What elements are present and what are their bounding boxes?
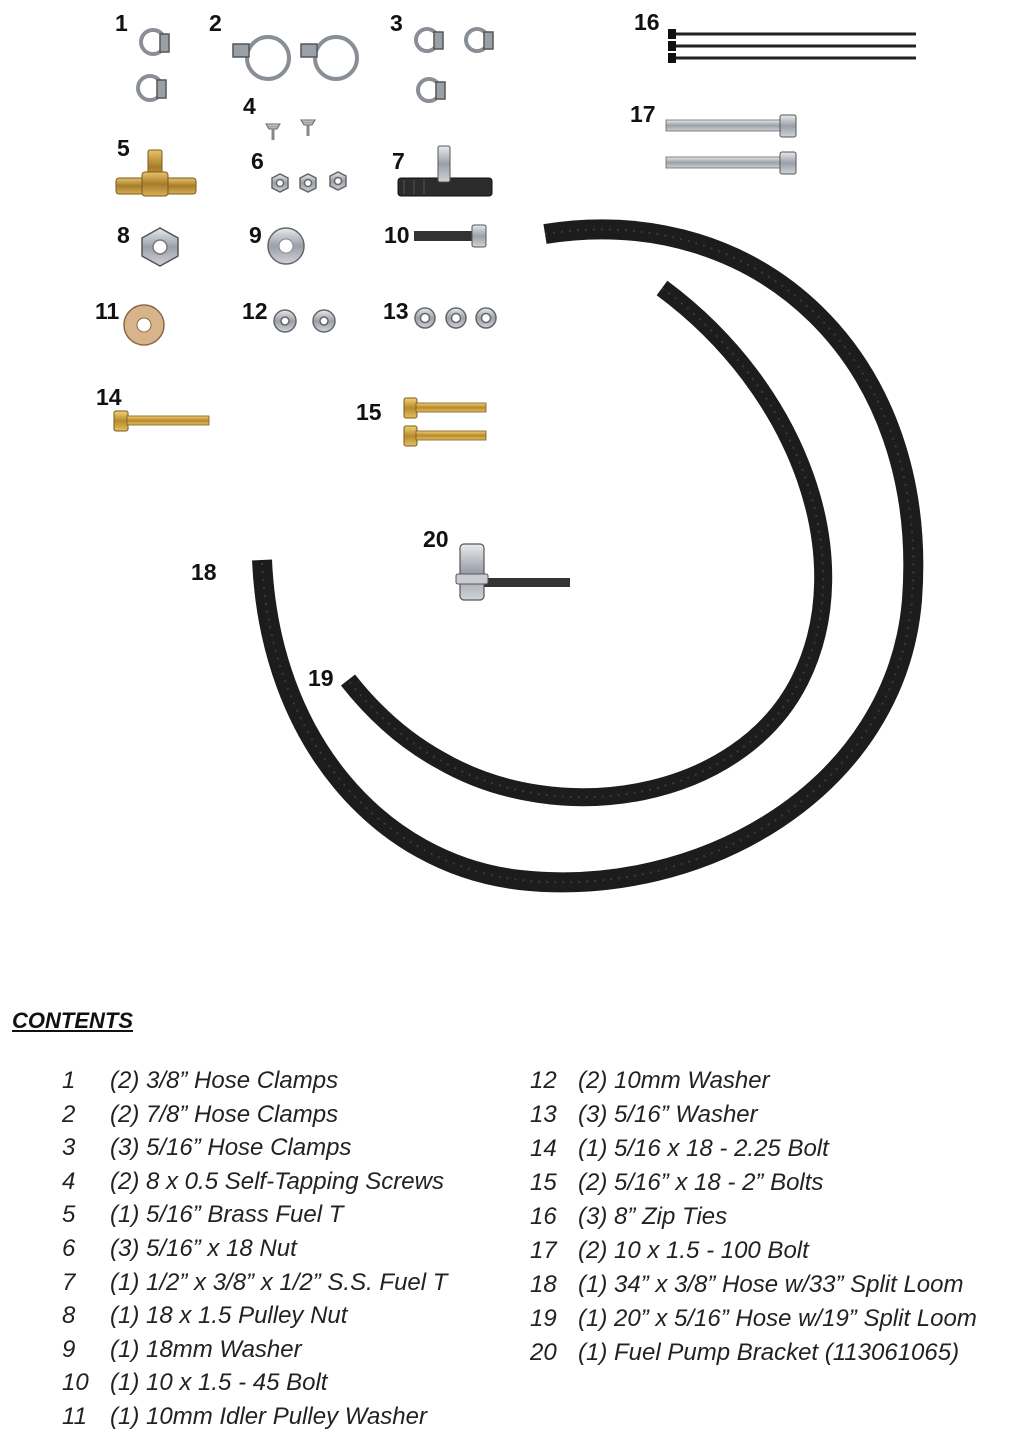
- brass-fuel-t-item: [115, 149, 197, 197]
- part-label-12: 12: [242, 298, 268, 324]
- washer-18mm-item: [267, 227, 305, 265]
- hose-clamp-3-8-item: [136, 28, 170, 102]
- parts-illustration: [113, 27, 924, 893]
- list-item: 15(2) 5/16” x 18 - 2” Bolts: [530, 1169, 824, 1196]
- part-label-18: 18: [191, 559, 217, 585]
- fuel-pump-bracket-item: [455, 543, 570, 601]
- contents-heading: CONTENTS: [12, 1008, 133, 1033]
- washer-10mm-item: [273, 309, 336, 333]
- part-label-20: 20: [423, 526, 449, 552]
- idler-pulley-washer-item: [123, 304, 165, 346]
- list-item: 5(1) 5/16” Brass Fuel T: [62, 1201, 344, 1229]
- list-item: 14(1) 5/16 x 18 - 2.25 Bolt: [530, 1135, 829, 1162]
- list-item: 7(1) 1/2” x 3/8” x 1/2” S.S. Fuel T: [62, 1268, 448, 1296]
- bolt-10-45-item: [414, 224, 487, 248]
- part-label-6: 6: [251, 148, 264, 174]
- list-item: 3(3) 5/16” Hose Clamps: [62, 1134, 352, 1162]
- list-item: 13(3) 5/16” Washer: [530, 1101, 758, 1128]
- list-item: 19(1) 20” x 5/16” Hose w/19” Split Loom: [530, 1305, 977, 1332]
- hose-19-item: [340, 280, 833, 807]
- part-label-19: 19: [308, 665, 334, 691]
- list-item: 18(1) 34” x 3/8” Hose w/33” Split Loom: [530, 1271, 964, 1298]
- washer-5-16-item: [414, 307, 497, 329]
- part-label-7: 7: [392, 148, 405, 174]
- list-item: 8(1) 18 x 1.5 Pulley Nut: [62, 1302, 348, 1330]
- bolt-5-16-2-item: [403, 397, 487, 447]
- hose-clamp-7-8-item: [232, 35, 359, 81]
- list-item: 6(3) 5/16” x 18 Nut: [62, 1234, 297, 1262]
- part-label-17: 17: [630, 101, 656, 127]
- list-item: 16(3) 8” Zip Ties: [530, 1203, 728, 1230]
- list-item: 11(1) 10mm Idler Pulley Washer: [62, 1402, 427, 1430]
- part-label-3: 3: [390, 10, 403, 36]
- list-item: 17(2) 10 x 1.5 - 100 Bolt: [530, 1237, 809, 1264]
- hose-clamp-5-16-item: [414, 27, 494, 103]
- nut-5-16-item: [271, 171, 347, 193]
- part-label-8: 8: [117, 222, 130, 248]
- part-label-5: 5: [117, 135, 130, 161]
- part-label-1: 1: [115, 10, 128, 36]
- ss-fuel-t-item: [397, 145, 493, 197]
- part-label-2: 2: [209, 10, 222, 36]
- contents-list-left: 1(2) 3/8” Hose Clamps 2(2) 7/8” Hose Cla…: [62, 1064, 447, 1434]
- list-item: 20(1) Fuel Pump Bracket (113061065): [530, 1339, 960, 1366]
- list-item: 2(2) 7/8” Hose Clamps: [62, 1100, 339, 1128]
- list-item: 12(2) 10mm Washer: [530, 1067, 770, 1094]
- part-label-16: 16: [634, 9, 660, 35]
- bolt-5-16-225-item: [113, 410, 210, 432]
- list-item: 1(2) 3/8” Hose Clamps: [62, 1067, 339, 1094]
- part-label-13: 13: [383, 298, 409, 324]
- hose-19-texture: [347, 287, 825, 799]
- list-item: 4(2) 8 x 0.5 Self-Tapping Screws: [62, 1167, 444, 1195]
- list-item: 9(1) 18mm Washer: [62, 1335, 302, 1363]
- hose-18-texture: [261, 228, 915, 884]
- zip-ties-item: [668, 29, 916, 63]
- part-label-10: 10: [384, 222, 410, 248]
- contents-list-right: 12(2) 10mm Washer 13(3) 5/16” Washer 14(…: [530, 1064, 977, 1370]
- part-label-11: 11: [95, 298, 120, 324]
- part-label-9: 9: [249, 222, 262, 248]
- pulley-nut-item: [141, 227, 179, 267]
- list-item: 10(1) 10 x 1.5 - 45 Bolt: [62, 1369, 328, 1397]
- bolt-10-100-item: [665, 114, 797, 175]
- part-label-15: 15: [356, 399, 382, 425]
- part-label-14: 14: [96, 384, 122, 410]
- self-tapping-screw-item: [265, 119, 316, 140]
- part-label-4: 4: [243, 93, 256, 119]
